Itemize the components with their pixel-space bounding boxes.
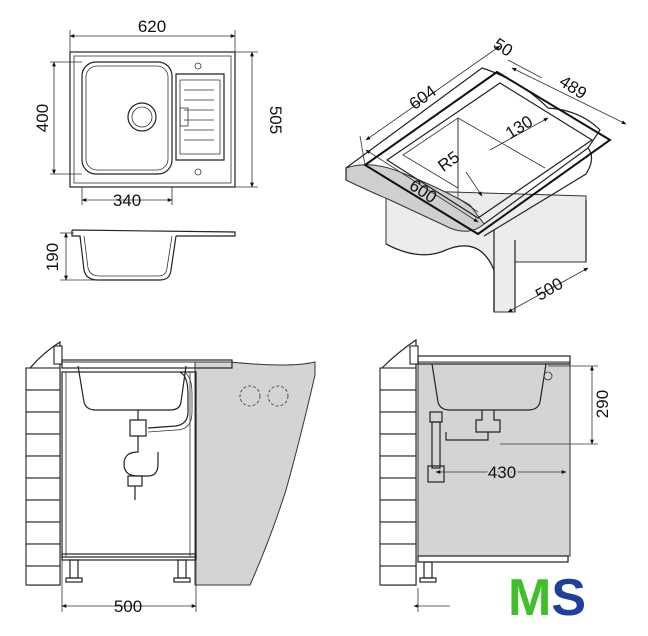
logo-letter-m: M [508,569,551,627]
dim-190: 190 [43,243,62,271]
side-sink-bowl [431,363,547,411]
dim-r5: R5 [434,147,463,175]
top-view-drainer [175,73,225,161]
side-cabinet [417,361,571,557]
ms-logo: MS [508,569,586,627]
top-view-outline [69,51,236,188]
top-view-bowl [81,61,173,175]
drain-hole [127,102,157,132]
dim-620: 620 [138,17,166,36]
dim-290: 290 [593,390,612,418]
side-brick-wall [379,338,419,586]
dim-489: 489 [556,72,590,103]
svg-text:MS: MS [508,569,586,627]
front-brick-wall [25,340,63,586]
dim-400: 400 [33,104,52,132]
dim-130: 130 [502,112,536,143]
dim-front-500: 500 [114,597,142,616]
side-installation-view: 290 430 [379,338,612,612]
side-profile: 190 [43,229,236,281]
profile-bowl [71,230,177,281]
top-view: 620 505 400 340 [33,17,285,210]
dim-430: 430 [488,463,516,482]
isometric-view: 604 50 489 130 R5 600 500 [345,34,627,313]
front-installation-view: 500 [25,340,316,616]
socket-outlet [239,385,261,407]
front-sink-bowl [77,365,187,411]
dim-505: 505 [266,106,285,134]
dim-340: 340 [113,191,141,210]
socket-outlet [267,385,289,407]
dim-50: 50 [490,34,516,60]
dim-iso-500: 500 [532,274,566,305]
front-cabinet [61,371,197,558]
logo-letter-s: S [551,569,586,627]
